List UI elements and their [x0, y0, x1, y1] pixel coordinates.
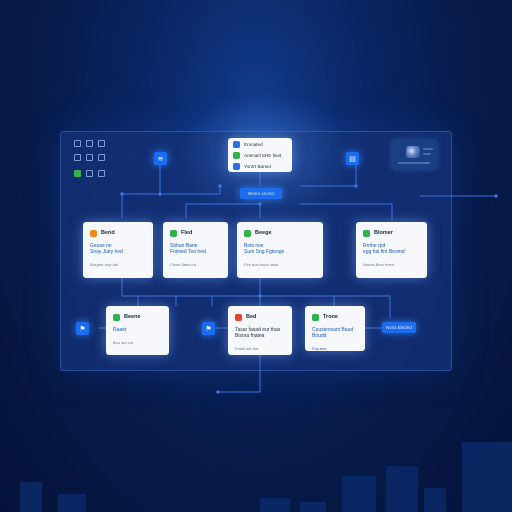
node-type-icon: [312, 313, 319, 321]
workflow-node-card[interactable]: Bed Tasar fasad eur thas Bisnra fnatea F…: [228, 306, 292, 355]
node-subtitle: egg hai fint Beomd: [363, 249, 405, 255]
list-item[interactable]: Enroated: [233, 141, 287, 148]
node-meta: Ceser flans tra: [170, 262, 197, 267]
list-item-label: Enroated: [244, 142, 263, 147]
node-title: Blomer: [374, 230, 393, 236]
node-subtitle: Geuse ne: [90, 243, 112, 249]
node-title: Fled: [181, 230, 193, 236]
database-icon[interactable]: ▤: [346, 152, 359, 165]
top-list-card[interactable]: Enroated Anenatil SHE finet Yons't Baned: [228, 138, 292, 172]
user-preview-card[interactable]: [392, 140, 437, 169]
node-subtitle: Bets nse: [244, 243, 264, 249]
node-title: Beege: [255, 230, 272, 236]
workflow-node-card[interactable]: Bend Geuse ne Snay Jiaty hed Bocyfer tro…: [83, 222, 153, 278]
node-subtitle: Bisnra fnatea: [235, 333, 265, 339]
connector: [121, 278, 391, 318]
toolbar-tool[interactable]: [74, 154, 81, 161]
bg-bar: [424, 488, 446, 512]
connector: [121, 186, 221, 218]
avatar: [406, 146, 420, 158]
workflow-node-card[interactable]: Trone Coustensant Baud Boudd Fou bes: [305, 306, 365, 351]
node-type-icon: [170, 229, 177, 237]
list-item[interactable]: Yons't Baned: [233, 163, 287, 170]
node-type-icon: [90, 229, 97, 237]
bg-bar: [342, 476, 376, 512]
node-type-icon: [235, 313, 242, 321]
connector: [185, 203, 261, 218]
node-title: Bed: [246, 314, 257, 320]
flag-icon[interactable]: ⚑: [76, 322, 89, 335]
flag-icon[interactable]: ⚑: [202, 322, 215, 335]
toolbar-tool[interactable]: [98, 170, 105, 177]
list-item-label: Yons't Baned: [244, 164, 271, 169]
workflow-node-card[interactable]: Beege Bets nse Sum Sng Fgtenge Fire bus …: [237, 222, 323, 278]
bg-bar: [386, 466, 418, 512]
node-subtitle: Rrnhe rpd: [363, 243, 386, 249]
toolbar-tool[interactable]: [86, 140, 93, 147]
toolbar-tool[interactable]: [86, 154, 93, 161]
node-subtitle: Coustensant Baud: [312, 327, 354, 333]
node-meta: Bocyfer trop lab: [90, 262, 119, 267]
list-item[interactable]: Anenatil SHE finet: [233, 152, 287, 159]
workflow-node-card[interactable]: Fled Sbhan Bane Fnimed Teo hed Ceser fla…: [163, 222, 228, 278]
node-type-icon: [363, 229, 370, 237]
node-meta: Faste set trot: [235, 346, 259, 351]
node-subtitle: Boudd: [312, 333, 327, 339]
node-subtitle: Raaet: [113, 327, 127, 333]
node-type-icon: [113, 313, 120, 321]
wifi-icon[interactable]: ≋: [154, 152, 167, 165]
connector: [300, 203, 393, 220]
toolbar-tool[interactable]: [74, 140, 81, 147]
placeholder-line: [398, 162, 430, 164]
node-subtitle: Sbhan Bane: [170, 243, 198, 249]
toolbar-tool[interactable]: [86, 170, 93, 177]
main-action-button[interactable]: Beere snond: [240, 188, 282, 199]
list-item-label: Anenatil SHE finet: [244, 153, 282, 158]
node-type-icon: [244, 229, 251, 237]
node-subtitle: Sum Sng Fgtenge: [244, 249, 285, 255]
toolbar-tool[interactable]: [98, 154, 105, 161]
node-subtitle: Tasar fasad eur thas: [235, 327, 281, 333]
bg-bar: [58, 494, 86, 512]
node-action-button[interactable]: Nosa Binded: [382, 322, 416, 333]
placeholder-line: [423, 153, 431, 155]
node-meta: Fou bes: [312, 346, 327, 351]
bg-bar: [300, 502, 326, 512]
node-meta: Nones Bres freed: [363, 262, 395, 267]
toolbar-tool-active[interactable]: [74, 170, 81, 177]
file-icon: [233, 163, 240, 170]
node-subtitle: Fnimed Teo hed: [170, 249, 206, 255]
background-bar-chart: [0, 432, 512, 512]
chat-icon: [233, 152, 240, 159]
workflow-node-card[interactable]: Blomer Rrnhe rpd egg hai fint Beomd None…: [356, 222, 427, 278]
bg-bar: [20, 482, 42, 512]
file-icon: [233, 141, 240, 148]
node-meta: Fire bus frons heas: [244, 262, 279, 267]
bg-bar: [462, 442, 512, 512]
bg-bar: [260, 498, 290, 512]
node-subtitle: Snay Jiaty hed: [90, 249, 123, 255]
node-meta: Beu sto cut: [113, 340, 134, 345]
node-title: Trone: [323, 314, 338, 320]
placeholder-line: [423, 148, 433, 150]
node-title: Bend: [101, 230, 115, 236]
workflow-node-card[interactable]: Beene Raaet Beu sto cut: [106, 306, 169, 355]
node-title: Beene: [124, 314, 141, 320]
toolbar-tool[interactable]: [98, 140, 105, 147]
